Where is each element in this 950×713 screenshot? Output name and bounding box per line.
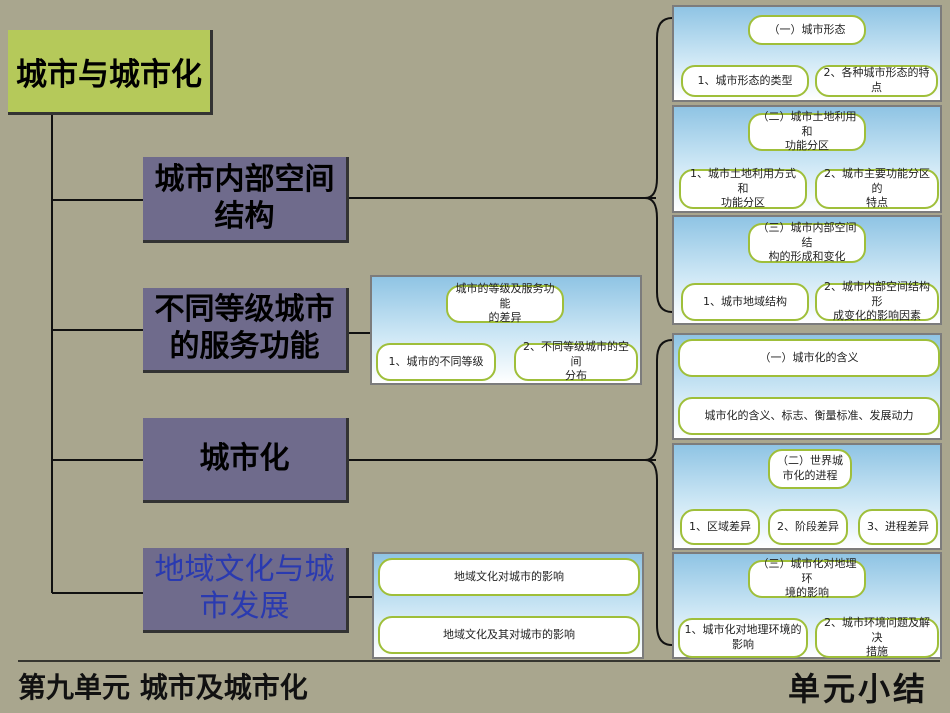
panel-item: 2、城市主要功能分区的 特点	[815, 167, 939, 209]
panel-item: 2、城市内部空间结构形 成变化的影响因素	[815, 280, 939, 322]
panel-city-form: （一）城市形态 1、城市形态的类型 2、各种城市形态的特点	[672, 5, 942, 102]
panel-header: （三）城市内部空间结 构的形成和变化	[748, 221, 866, 263]
panel-item: 1、城市形态的类型	[681, 65, 809, 97]
panel-spatial-structure: （三）城市内部空间结 构的形成和变化 1、城市地域结构 2、城市内部空间结构形 …	[672, 215, 942, 325]
panel-item: 1、城市地域结构	[681, 283, 809, 321]
panel-item: 2、不同等级城市的空间 分布	[514, 340, 638, 382]
panel-urbanization-meaning: （一）城市化的含义 城市化的含义、标志、衡量标准、发展动力	[672, 333, 942, 440]
panel-regional-culture: 地域文化对城市的影响 地域文化及其对城市的影响	[372, 552, 644, 659]
branch-inner-structure: 城市内部空间 结构	[143, 157, 349, 243]
branch-urbanization: 城市化	[143, 418, 349, 503]
unit-summary-label: 单元小结	[787, 670, 928, 708]
panel-header: 地域文化对城市的影响	[378, 558, 640, 596]
unit-title: 第九单元 城市及城市化	[18, 671, 308, 704]
branch-service-function: 不同等级城市 的服务功能	[143, 288, 349, 373]
panel-item: 3、进程差异	[858, 509, 938, 545]
panel-item: 地域文化及其对城市的影响	[378, 616, 640, 654]
panel-item: 2、城市环境问题及解决 措施	[815, 616, 939, 658]
panel-item: 1、区域差异	[680, 509, 760, 545]
panel-service-levels: 城市的等级及服务功能 的差异 1、城市的不同等级 2、不同等级城市的空间 分布	[370, 275, 642, 385]
panel-item: 2、各种城市形态的特点	[815, 65, 938, 97]
panel-item: 2、阶段差异	[768, 509, 848, 545]
panel-header: （三）城市化对地理环 境的影响	[748, 557, 866, 599]
panel-item: 1、城市的不同等级	[376, 343, 496, 381]
panel-header: （一）城市形态	[748, 15, 866, 45]
panel-header: （二）城市土地利用和 功能分区	[748, 110, 866, 152]
panel-urbanization-process: （二）世界城 市化的进程 1、区域差异 2、阶段差异 3、进程差异	[672, 443, 942, 550]
panel-header: 城市的等级及服务功能 的差异	[446, 282, 564, 324]
panel-item: 城市化的含义、标志、衡量标准、发展动力	[678, 397, 940, 435]
root-node: 城市与城市化	[8, 30, 213, 115]
branch-regional-culture: 地域文化与城 市发展	[143, 548, 349, 633]
panel-header: （二）世界城 市化的进程	[768, 449, 852, 489]
panel-item: 1、城市化对地理环境的 影响	[678, 618, 808, 658]
panel-item: 1、城市土地利用方式和 功能分区	[679, 167, 807, 209]
panel-header: （一）城市化的含义	[678, 339, 940, 377]
panel-land-use: （二）城市土地利用和 功能分区 1、城市土地利用方式和 功能分区 2、城市主要功…	[672, 105, 942, 213]
panel-urbanization-impact: （三）城市化对地理环 境的影响 1、城市化对地理环境的 影响 2、城市环境问题及…	[672, 552, 942, 659]
